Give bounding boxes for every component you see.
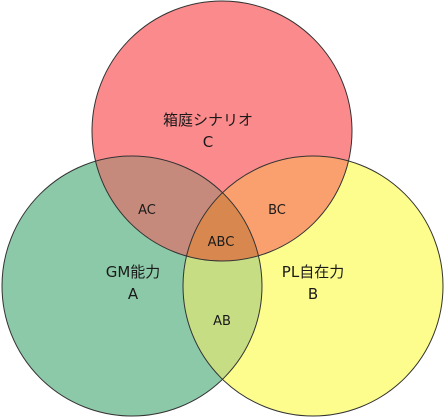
set-b-name: PL自在力 xyxy=(282,263,344,281)
set-c-letter: C xyxy=(203,133,213,151)
set-c-name: 箱庭シナリオ xyxy=(163,111,253,129)
set-a-letter: A xyxy=(128,285,139,303)
region-bc xyxy=(183,156,352,261)
region-abc-label: ABC xyxy=(208,235,235,250)
outline-a xyxy=(1,155,263,417)
region-ac-label: AC xyxy=(138,203,156,218)
outline-c xyxy=(91,0,353,262)
set-b-letter: B xyxy=(308,285,318,303)
set-a-name: GM能力 xyxy=(106,263,161,281)
region-ac xyxy=(92,156,262,261)
region-bc-label: BC xyxy=(268,203,286,218)
region-ab-label: AB xyxy=(213,314,231,329)
outline-b xyxy=(182,155,444,417)
